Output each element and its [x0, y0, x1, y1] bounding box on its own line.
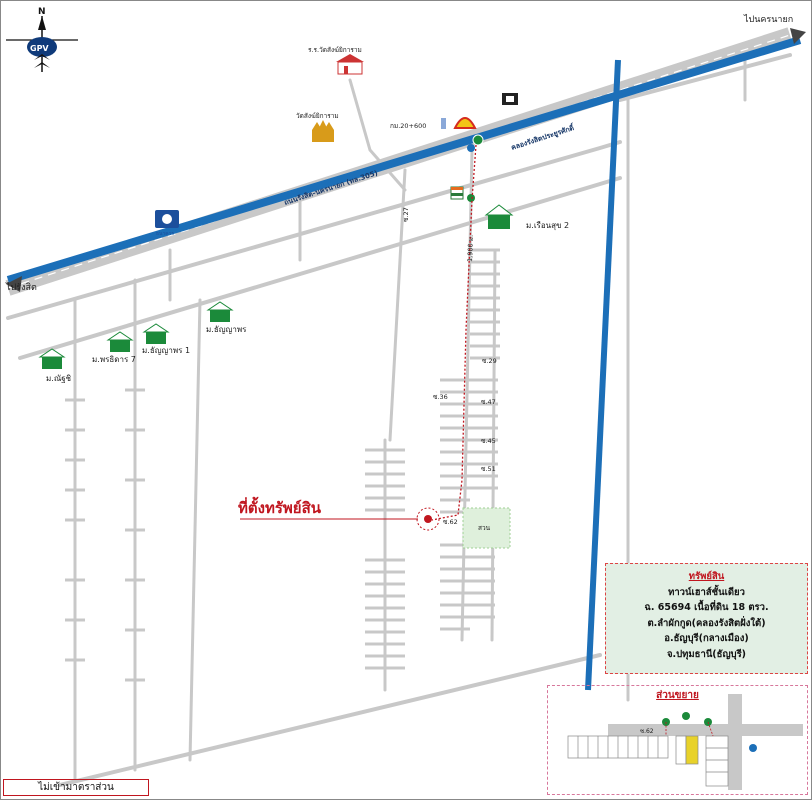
- village-pruksa7-icon: [106, 331, 134, 352]
- village-pruksa7-label: ม.พรธิดาร 7: [92, 355, 136, 364]
- info-line-3: ต.ลำผักกูด(คลองรังสิตฝั่งใต้): [647, 617, 766, 629]
- property-pin-icon: [424, 515, 432, 523]
- canal-vertical: [585, 59, 621, 691]
- info-line-2: ฉ. 65694 เนื้อที่ดิน 18 ตรว.: [644, 602, 769, 613]
- village-ruensuk2-icon: [484, 204, 514, 229]
- km-post-icon: [441, 118, 446, 129]
- village-thanyaporn1-icon: [142, 323, 170, 344]
- direction-rangsit: ไปรังสิต: [5, 282, 37, 293]
- temple-icon: [312, 120, 334, 142]
- soi-ladder: [65, 248, 500, 682]
- village-thanyaporn1-label: ม.ธัญญาพร 1: [142, 346, 190, 355]
- direction-nakhon-nayok: ไปนครนายก: [743, 14, 793, 25]
- soi-62-label: ซ.62: [443, 518, 458, 526]
- park-label: สวน: [478, 524, 491, 532]
- property-label: ที่ตั้งทรัพย์สิน: [238, 496, 322, 517]
- info-line-1: ทาวน์เฮาส์ชั้นเดียว: [668, 586, 745, 598]
- seven-eleven-icon: [450, 186, 464, 200]
- village-nanthi-icon: [38, 348, 66, 369]
- soi-29-label: ซ.29: [482, 357, 497, 365]
- soi-51-label: ซ.51: [481, 465, 496, 473]
- bank-label: ธนาคาร: [156, 231, 174, 237]
- compass-logo: GPV: [30, 44, 49, 53]
- route-marker-icon: [467, 194, 475, 202]
- info-title: ทรัพย์สิน: [688, 571, 725, 582]
- arrow-right-icon: [790, 28, 806, 44]
- property-marker-circle: [416, 507, 440, 531]
- village-thanyaporn-icon: [206, 301, 234, 322]
- km-marker-label: กม.20+600: [390, 122, 426, 130]
- arrow-left-icon: [6, 276, 22, 292]
- park-area: [462, 507, 511, 549]
- intersection-marker-icon: [472, 134, 484, 146]
- inset-enlargement: ส่วนขยาย ซ.62: [547, 685, 808, 795]
- inset-marker-icon-4: [749, 744, 757, 752]
- info-line-5: จ.ปทุมธานี(ธัญบุรี): [666, 648, 747, 660]
- info-line-4: อ.ธัญบุรี(กลางเมือง): [664, 633, 749, 644]
- inset-soi-label: ซ.62: [640, 728, 654, 735]
- village-nanthi-label: ม.ณัฐชิ: [46, 374, 72, 383]
- north-arrow-icon: N GPV: [6, 7, 78, 72]
- bank-icon: ธนาคาร: [155, 210, 179, 237]
- inset-map: ซ.62: [567, 694, 803, 790]
- soi-36-label: ซ.36: [433, 393, 448, 401]
- inset-marker-icon-2: [682, 712, 690, 720]
- soi-27-label: ซ.27: [402, 207, 410, 222]
- distance-label: 1,900 ม.: [466, 235, 475, 262]
- village-thanyaporn-label: ม.ธัญญาพร: [206, 325, 247, 334]
- property-info-box: ทรัพย์สิน ทาวน์เฮาส์ชั้นเดียว ฉ. 65694 เ…: [605, 563, 808, 674]
- soi-45-label: ซ.45: [481, 437, 496, 445]
- compass-north-letter: N: [38, 7, 46, 17]
- village-ruensuk2-label: ม.เรือนสุข 2: [526, 221, 569, 230]
- inset-title: ส่วนขยาย: [656, 690, 699, 701]
- not-to-scale-note: ไม่เข้ามาตราส่วน: [3, 779, 149, 796]
- school-label: ร.ร.วัดสังฆ์ยิการาม: [308, 46, 362, 54]
- school-icon: [336, 54, 364, 75]
- soi-47-label: ซ.47: [481, 398, 496, 406]
- intersection-marker-icon-2: [467, 144, 475, 152]
- canal: [6, 36, 802, 284]
- temple-label: วัดสังฆ์ยิการาม: [296, 112, 339, 120]
- shell-icon: [453, 117, 477, 129]
- hospital-icon-inner: [506, 96, 514, 102]
- route-path: [431, 144, 477, 521]
